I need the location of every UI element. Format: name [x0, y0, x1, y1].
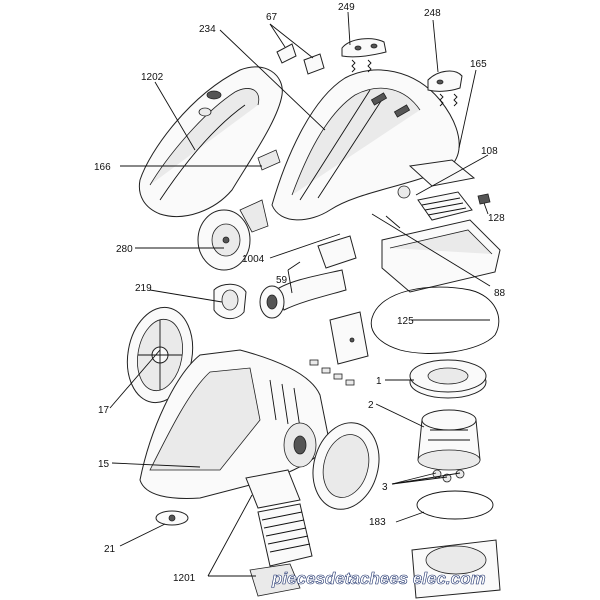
seal-219-drawing	[213, 283, 247, 319]
filter-1201-drawing	[245, 469, 313, 597]
callout-88: 88	[494, 288, 506, 299]
leader-lines	[109, 11, 491, 577]
mid-body-drawing	[381, 215, 501, 293]
callout-248: 248	[424, 8, 441, 19]
callout-166: 166	[94, 162, 111, 173]
hepa-block-drawing	[397, 185, 473, 221]
hose-connector-drawing	[259, 235, 357, 319]
foam-ring-drawing	[409, 359, 487, 399]
callout-165: 165	[470, 59, 487, 70]
top-body-drawing	[271, 69, 460, 221]
callout-108: 108	[481, 146, 498, 157]
chassis-drawing	[139, 349, 331, 499]
callout-15: 15	[98, 459, 110, 470]
callout-1: 1	[376, 376, 382, 387]
callout-3: 3	[382, 482, 388, 493]
callout-219: 219	[135, 283, 152, 294]
callout-21: 21	[104, 544, 116, 555]
callout-1201: 1201	[173, 573, 196, 584]
callout-1202: 1202	[141, 72, 164, 83]
cable-reel-drawing	[197, 199, 269, 271]
callout-128: 128	[488, 213, 505, 224]
plate-pads-drawing	[309, 311, 369, 386]
tabs-67-drawing	[276, 43, 325, 75]
frame-108-drawing	[408, 159, 476, 187]
button-249-drawing	[341, 38, 387, 73]
dust-container-drawing	[138, 66, 283, 217]
callout-280: 280	[116, 244, 133, 255]
callout-183: 183	[369, 517, 386, 528]
callout-1004: 1004	[242, 254, 265, 265]
callout-2: 2	[368, 400, 374, 411]
button-248-drawing	[427, 70, 463, 107]
gasket-125-drawing	[370, 286, 500, 354]
motor-housing-drawing	[411, 539, 501, 599]
motor-drawing	[417, 409, 481, 471]
callout-59: 59	[276, 275, 288, 286]
filter-tab-166-drawing	[257, 149, 281, 171]
clip-128-drawing	[477, 193, 491, 205]
wheel-right-drawing	[312, 422, 380, 510]
connectors-3-drawing	[432, 469, 465, 483]
callout-17: 17	[98, 405, 110, 416]
callout-125: 125	[397, 316, 414, 327]
callout-labels: 234 67 249 248 1202 165 166 108 128 280 …	[94, 2, 506, 584]
callout-67: 67	[266, 12, 278, 23]
callout-249: 249	[338, 2, 355, 13]
wheel-left-drawing	[126, 306, 194, 404]
gasket-183-drawing	[416, 490, 494, 520]
watermark-text: piecesdetachees elec.com	[271, 569, 486, 588]
caster-21-drawing	[155, 510, 189, 526]
callout-234: 234	[199, 24, 216, 35]
